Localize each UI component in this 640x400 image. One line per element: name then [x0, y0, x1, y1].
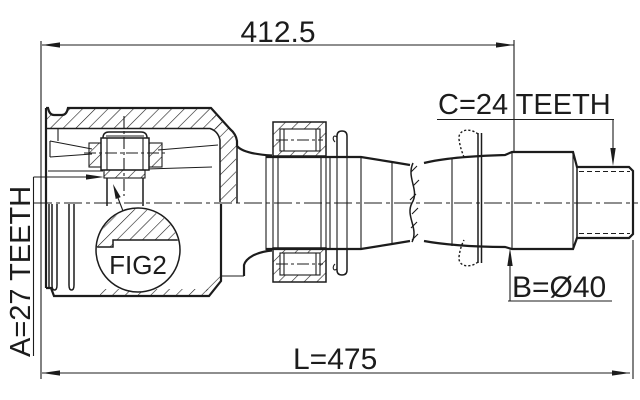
dim-bottom-arrow-right: [612, 370, 630, 376]
shaft-section-lines: [360, 157, 393, 249]
housing-bottom-corner-hatch: [206, 271, 221, 296]
housing-groove-1: [51, 204, 58, 291]
fig2-leader-line: [117, 197, 124, 212]
diameter-b-leader: [508, 264, 612, 302]
spline-a-label: A=27 TEETH: [5, 186, 37, 357]
housing-cavity-line-right: [157, 144, 219, 151]
fig2-step-profile: [97, 239, 179, 248]
dimensions: 412.5 L=475 C=24 TEETH B=Ø40 A=27 TEETH: [5, 16, 634, 379]
dim-bottom-arrow-left: [42, 370, 60, 376]
ring-side-walls: [272, 156, 327, 248]
housing-bottom-wall-hatch: [100, 289, 209, 296]
boot-clamp-left: [332, 130, 348, 276]
spline-c-leader: [437, 118, 614, 150]
spline-c-label: C=24 TEETH: [438, 89, 611, 121]
housing-top-wall-hatch: [46, 109, 229, 129]
roller-inner-lines: [106, 138, 144, 170]
dim-top-label: 412.5: [240, 16, 315, 49]
shaft-right-section-lines: [451, 152, 574, 249]
housing-groove-2: [68, 204, 75, 291]
clamp-right-band: [477, 133, 483, 263]
ring-top-cap: [272, 121, 327, 157]
clamp-right-top-curl: [458, 129, 479, 158]
break-line-ticks: [409, 165, 420, 241]
dim-top-arrow-right: [496, 42, 514, 48]
housing-right-wall-hatch: [212, 109, 236, 202]
housing-bore-funnel-lines: [49, 128, 93, 158]
trunnion-washer-left-hatch: [89, 143, 103, 167]
joint-housing: [44, 106, 273, 298]
fig2-leader-arrow: [113, 184, 121, 199]
trunnion-stub-lines: [106, 178, 144, 206]
ring-bottom-cap: [272, 247, 327, 283]
fig2-label: FIG2: [109, 250, 167, 280]
clamp-right-bottom-curl: [458, 239, 479, 267]
roller-body: [100, 137, 150, 171]
spline-a-leader: [32, 176, 88, 356]
center-bearing-ring: [272, 121, 327, 283]
clamp-left-top-tab: [336, 130, 348, 157]
boot-clamp-right: [458, 129, 483, 267]
housing-top-contour: [46, 106, 273, 157]
spline-a-arrow: [86, 174, 104, 180]
trunnion-washer-right-hatch: [148, 143, 162, 167]
shaft-top-edge-left: [266, 155, 411, 167]
fig2-hatch-detail: [97, 209, 179, 247]
clamp-left-bottom-curl: [332, 263, 338, 271]
spline-minor-diameter-lines: [579, 170, 630, 235]
clamp-left-top-curl: [332, 135, 338, 143]
clamp-left-bottom-tab: [336, 249, 348, 276]
roller-cap: [102, 131, 148, 139]
tripod-roller: [84, 116, 166, 206]
diameter-b-arrow: [507, 248, 513, 266]
fig2-detail-balloon: FIG2: [95, 184, 181, 293]
housing-bottom-contour: [46, 204, 223, 298]
length-total-label: L=475: [293, 343, 377, 376]
shaft-right-contour: [423, 150, 635, 251]
diameter-b-label: B=Ø40: [512, 271, 606, 304]
housing-cavity-floor-lines: [48, 166, 213, 172]
dim-top-arrow-left: [42, 42, 60, 48]
housing-lower-neck: [242, 249, 273, 276]
spline-c-arrow: [610, 148, 616, 166]
housing-inner-wall-line: [46, 127, 221, 202]
